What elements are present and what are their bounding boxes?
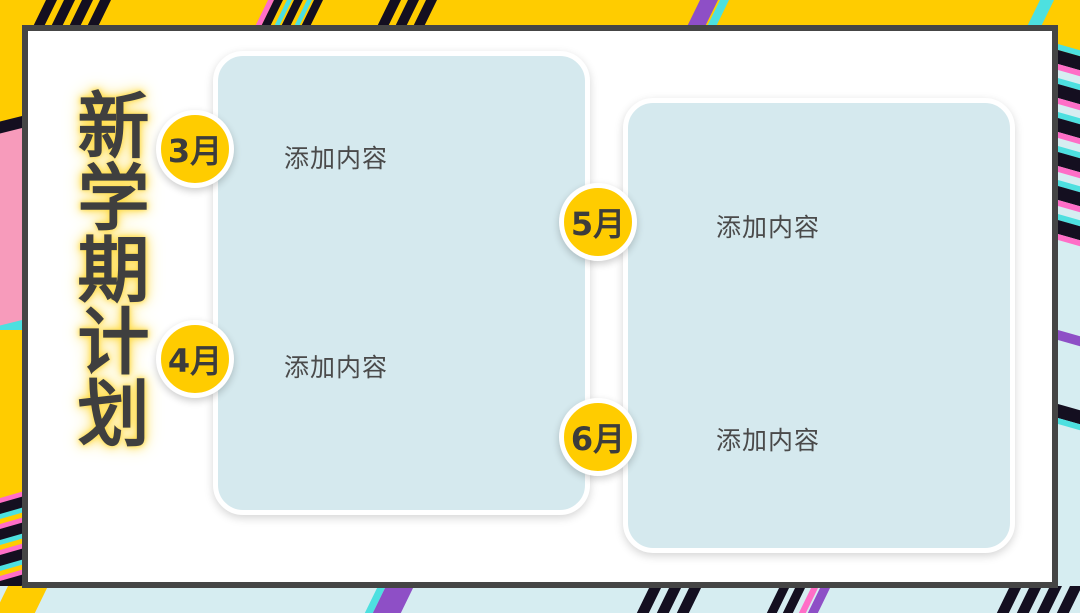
month-badge-may[interactable]: 5月 — [559, 183, 637, 261]
content-text-june[interactable]: 添加内容 — [716, 426, 821, 455]
month-badge-june[interactable]: 6月 — [559, 398, 637, 476]
content-text-may[interactable]: 添加内容 — [716, 213, 821, 242]
month-badge-april[interactable]: 4月 — [156, 320, 234, 398]
decor-stripe-yellow-right — [1058, 0, 1080, 60]
decor-band-right — [1058, 0, 1080, 613]
decor-band-left — [0, 0, 24, 613]
decor-stripe-pink-left — [0, 140, 24, 340]
decor-left-hatch-icon — [0, 489, 24, 599]
content-text-april[interactable]: 添加内容 — [284, 353, 389, 382]
decor-bottom-hatch-icon — [0, 586, 1080, 613]
month-badge-march[interactable]: 3月 — [156, 110, 234, 188]
decor-top-hatch-icon — [31, 0, 1056, 26]
decor-band-top — [0, 0, 1080, 26]
content-panel-left[interactable] — [213, 51, 590, 515]
decor-right-hatch-icon — [1058, 42, 1080, 433]
decor-stripe-yellow-left — [0, 330, 24, 490]
decor-band-bottom — [0, 586, 1080, 613]
page-title: 新学期计划 — [65, 88, 149, 448]
content-text-march[interactable]: 添加内容 — [284, 144, 389, 173]
content-panel-right[interactable] — [623, 98, 1015, 553]
